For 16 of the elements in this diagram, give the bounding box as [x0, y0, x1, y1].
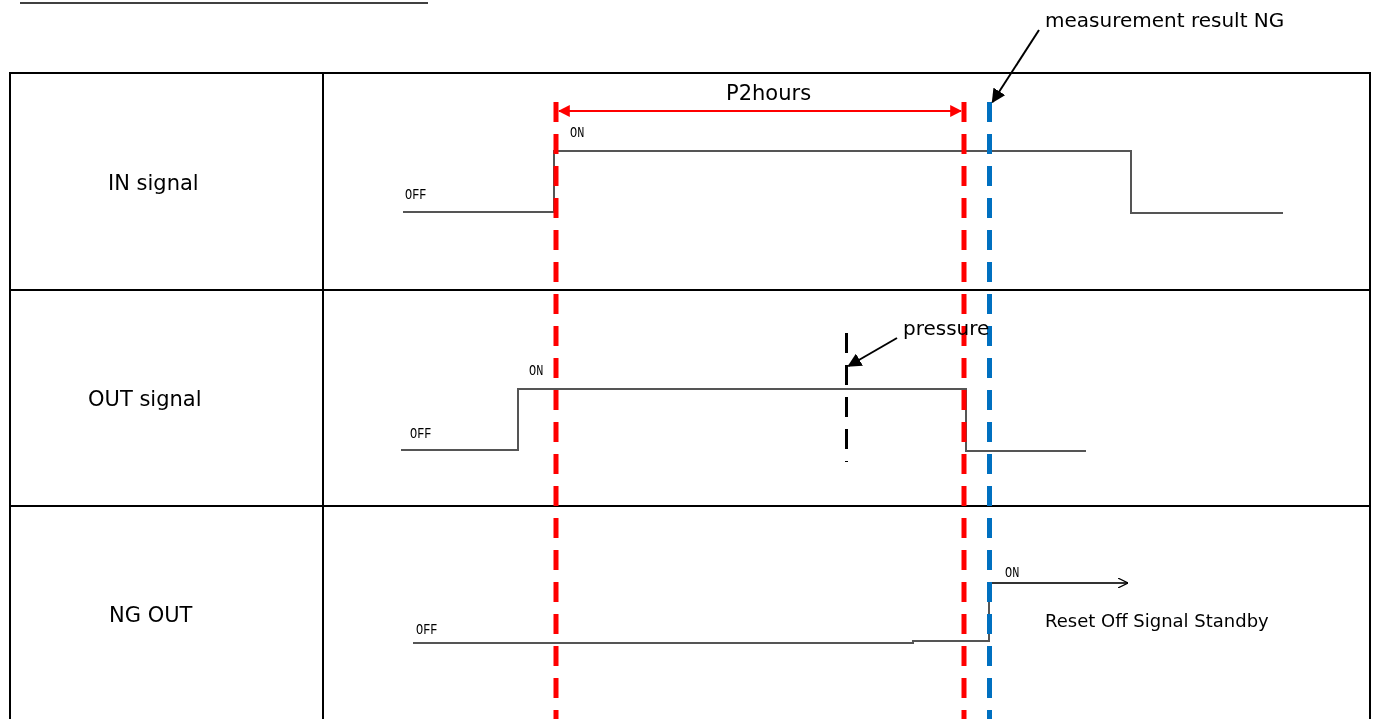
leader-line — [991, 29, 1040, 104]
state-label: ON — [529, 364, 544, 378]
state-label: OFF — [405, 188, 427, 202]
dimension-label: P2hours — [726, 83, 812, 104]
time-marker-line — [843, 333, 849, 462]
state-label: ON — [570, 126, 585, 140]
row-label: NG OUT — [109, 605, 193, 626]
row-label: IN signal — [108, 173, 199, 194]
annotation-text: pressure — [903, 318, 990, 338]
annotation-text: measurement result NG — [1045, 10, 1285, 30]
state-label: OFF — [416, 623, 438, 637]
row-label: OUT signal — [88, 389, 202, 410]
state-label: ON — [1005, 566, 1020, 580]
leader-line — [847, 337, 898, 367]
state-label: OFF — [410, 427, 432, 441]
annotation-text: Reset Off Signal Standby — [1045, 612, 1269, 630]
